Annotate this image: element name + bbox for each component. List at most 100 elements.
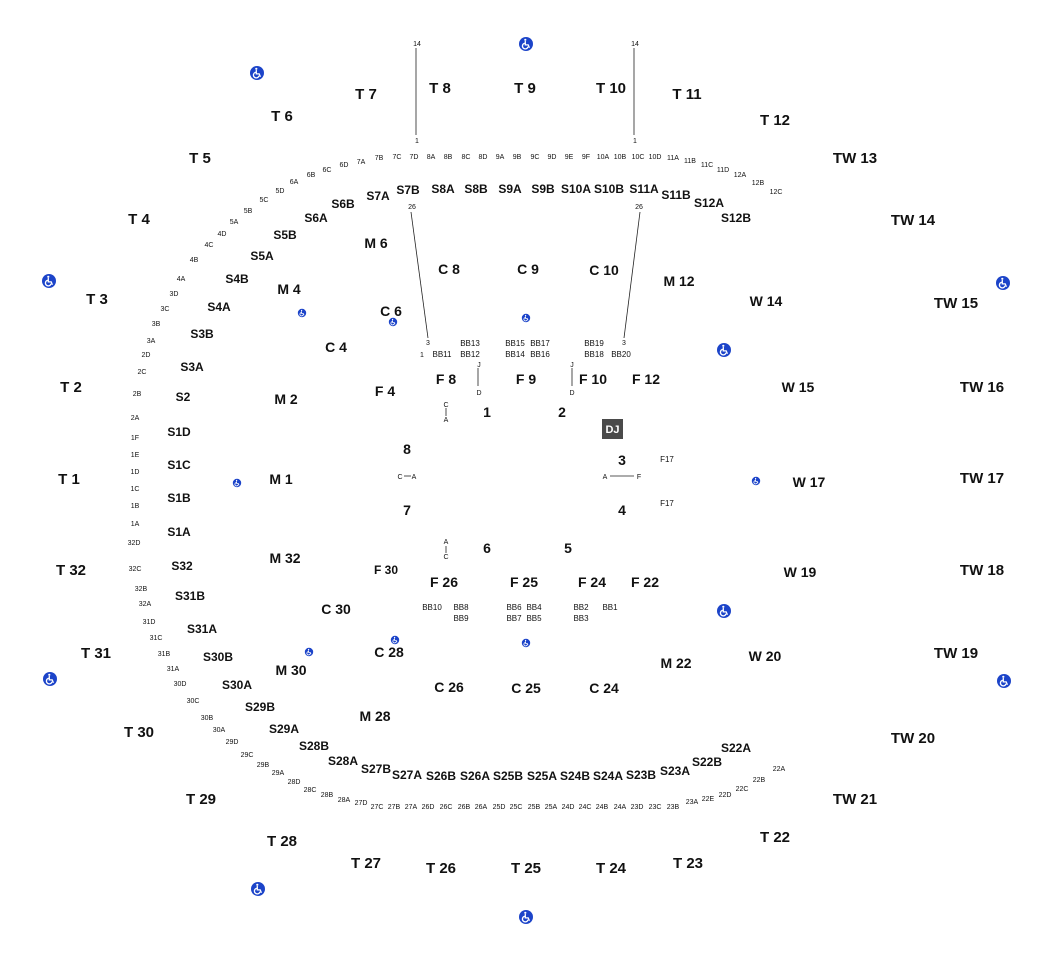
wheelchair-icon[interactable] xyxy=(390,635,400,645)
section-label[interactable]: F 30 xyxy=(374,563,398,577)
section-label[interactable]: T 32 xyxy=(56,562,86,579)
section-label[interactable]: F 8 xyxy=(436,371,456,387)
wheelchair-icon[interactable] xyxy=(717,343,731,357)
section-label[interactable]: T 2 xyxy=(60,379,82,396)
table-label[interactable]: F17 xyxy=(660,499,674,508)
section-label[interactable]: S24A xyxy=(593,769,623,783)
section-label[interactable]: S1B xyxy=(167,491,191,505)
section-label[interactable]: S10A xyxy=(561,182,591,196)
section-label[interactable]: C 6 xyxy=(380,303,402,319)
wheelchair-icon[interactable] xyxy=(519,910,533,924)
section-label[interactable]: M 12 xyxy=(663,273,694,289)
section-label[interactable]: TW 17 xyxy=(960,470,1004,487)
table-number[interactable]: 6 xyxy=(483,540,491,556)
box-label[interactable]: BB11 xyxy=(433,350,453,359)
wheelchair-icon[interactable] xyxy=(751,476,761,486)
section-label[interactable]: S28B xyxy=(299,739,329,753)
box-label[interactable]: BB8 xyxy=(453,603,469,612)
section-label[interactable]: T 31 xyxy=(81,645,111,662)
table-number[interactable]: 7 xyxy=(403,502,411,518)
section-label[interactable]: S25A xyxy=(527,769,557,783)
wheelchair-icon[interactable] xyxy=(996,276,1010,290)
section-label[interactable]: F 22 xyxy=(631,574,659,590)
section-label[interactable]: T 9 xyxy=(514,80,536,97)
section-label[interactable]: TW 14 xyxy=(891,212,936,229)
box-label[interactable]: BB19 xyxy=(584,339,604,348)
section-label[interactable]: T 29 xyxy=(186,791,216,808)
wheelchair-icon[interactable] xyxy=(250,66,264,80)
section-label[interactable]: S1C xyxy=(167,458,191,472)
section-label[interactable]: C 24 xyxy=(589,680,619,696)
section-label[interactable]: S27A xyxy=(392,768,422,782)
section-label[interactable]: S4B xyxy=(225,272,249,286)
section-label[interactable]: C 30 xyxy=(321,601,351,617)
box-label[interactable]: BB18 xyxy=(584,350,604,359)
section-label[interactable]: M 30 xyxy=(275,662,306,678)
table-number[interactable]: 3 xyxy=(618,452,626,468)
wheelchair-icon[interactable] xyxy=(521,638,531,648)
wheelchair-icon[interactable] xyxy=(519,37,533,51)
section-label[interactable]: W 19 xyxy=(784,564,817,580)
section-label[interactable]: S29A xyxy=(269,722,299,736)
section-label[interactable]: M 28 xyxy=(359,708,390,724)
section-label[interactable]: S23B xyxy=(626,768,656,782)
section-label[interactable]: T 11 xyxy=(672,86,701,103)
dj-booth[interactable]: DJ xyxy=(602,419,623,439)
wheelchair-icon[interactable] xyxy=(297,308,307,318)
section-label[interactable]: M 6 xyxy=(364,235,388,251)
section-label[interactable]: C 28 xyxy=(374,644,404,660)
box-label[interactable]: BB5 xyxy=(526,614,542,623)
wheelchair-icon[interactable] xyxy=(521,313,531,323)
section-label[interactable]: M 22 xyxy=(660,655,691,671)
wheelchair-icon[interactable] xyxy=(43,672,57,686)
section-label[interactable]: T 26 xyxy=(426,860,456,877)
section-label[interactable]: C 25 xyxy=(511,680,541,696)
section-label[interactable]: S30A xyxy=(222,678,252,692)
section-label[interactable]: S9B xyxy=(531,182,555,196)
section-label[interactable]: S12A xyxy=(694,196,724,210)
section-label[interactable]: S26B xyxy=(426,769,456,783)
section-label[interactable]: C 10 xyxy=(589,262,619,278)
section-label[interactable]: W 15 xyxy=(782,379,815,395)
section-label[interactable]: T 24 xyxy=(596,860,627,877)
box-label[interactable]: BB16 xyxy=(530,350,550,359)
section-label[interactable]: M 32 xyxy=(269,550,300,566)
box-label[interactable]: BB3 xyxy=(573,614,589,623)
table-number[interactable]: 8 xyxy=(403,441,411,457)
section-label[interactable]: TW 19 xyxy=(934,645,978,662)
section-label[interactable]: S28A xyxy=(328,754,358,768)
wheelchair-icon[interactable] xyxy=(997,674,1011,688)
section-label[interactable]: S5A xyxy=(250,249,274,263)
section-label[interactable]: S22A xyxy=(721,741,751,755)
box-label[interactable]: BB10 xyxy=(422,603,442,612)
section-label[interactable]: T 12 xyxy=(760,112,790,129)
section-label[interactable]: C 26 xyxy=(434,679,464,695)
section-label[interactable]: T 28 xyxy=(267,833,297,850)
section-label[interactable]: TW 18 xyxy=(960,562,1004,579)
section-label[interactable]: F 24 xyxy=(578,574,606,590)
section-label[interactable]: S11A xyxy=(629,182,659,196)
table-number[interactable]: 2 xyxy=(558,404,566,420)
section-label[interactable]: S32 xyxy=(171,559,193,573)
section-label[interactable]: C 8 xyxy=(438,261,460,277)
section-label[interactable]: F 12 xyxy=(632,371,660,387)
section-label[interactable]: T 5 xyxy=(189,150,211,167)
section-label[interactable]: S25B xyxy=(493,769,523,783)
section-label[interactable]: S26A xyxy=(460,769,490,783)
section-label[interactable]: S27B xyxy=(361,762,391,776)
section-label[interactable]: W 20 xyxy=(749,648,782,664)
wheelchair-icon[interactable] xyxy=(42,274,56,288)
box-label[interactable]: BB6 xyxy=(506,603,522,612)
wheelchair-icon[interactable] xyxy=(251,882,265,896)
section-label[interactable]: T 10 xyxy=(596,80,626,97)
section-label[interactable]: T 4 xyxy=(128,211,150,228)
section-label[interactable]: S8B xyxy=(464,182,488,196)
section-label[interactable]: S6A xyxy=(304,211,328,225)
section-label[interactable]: F 26 xyxy=(430,574,458,590)
section-label[interactable]: TW 16 xyxy=(960,379,1004,396)
table-number[interactable]: 4 xyxy=(618,502,626,518)
box-label[interactable]: BB4 xyxy=(526,603,542,612)
section-label[interactable]: TW 15 xyxy=(934,295,978,312)
section-label[interactable]: W 14 xyxy=(750,293,783,309)
section-label[interactable]: S11B xyxy=(661,188,691,202)
